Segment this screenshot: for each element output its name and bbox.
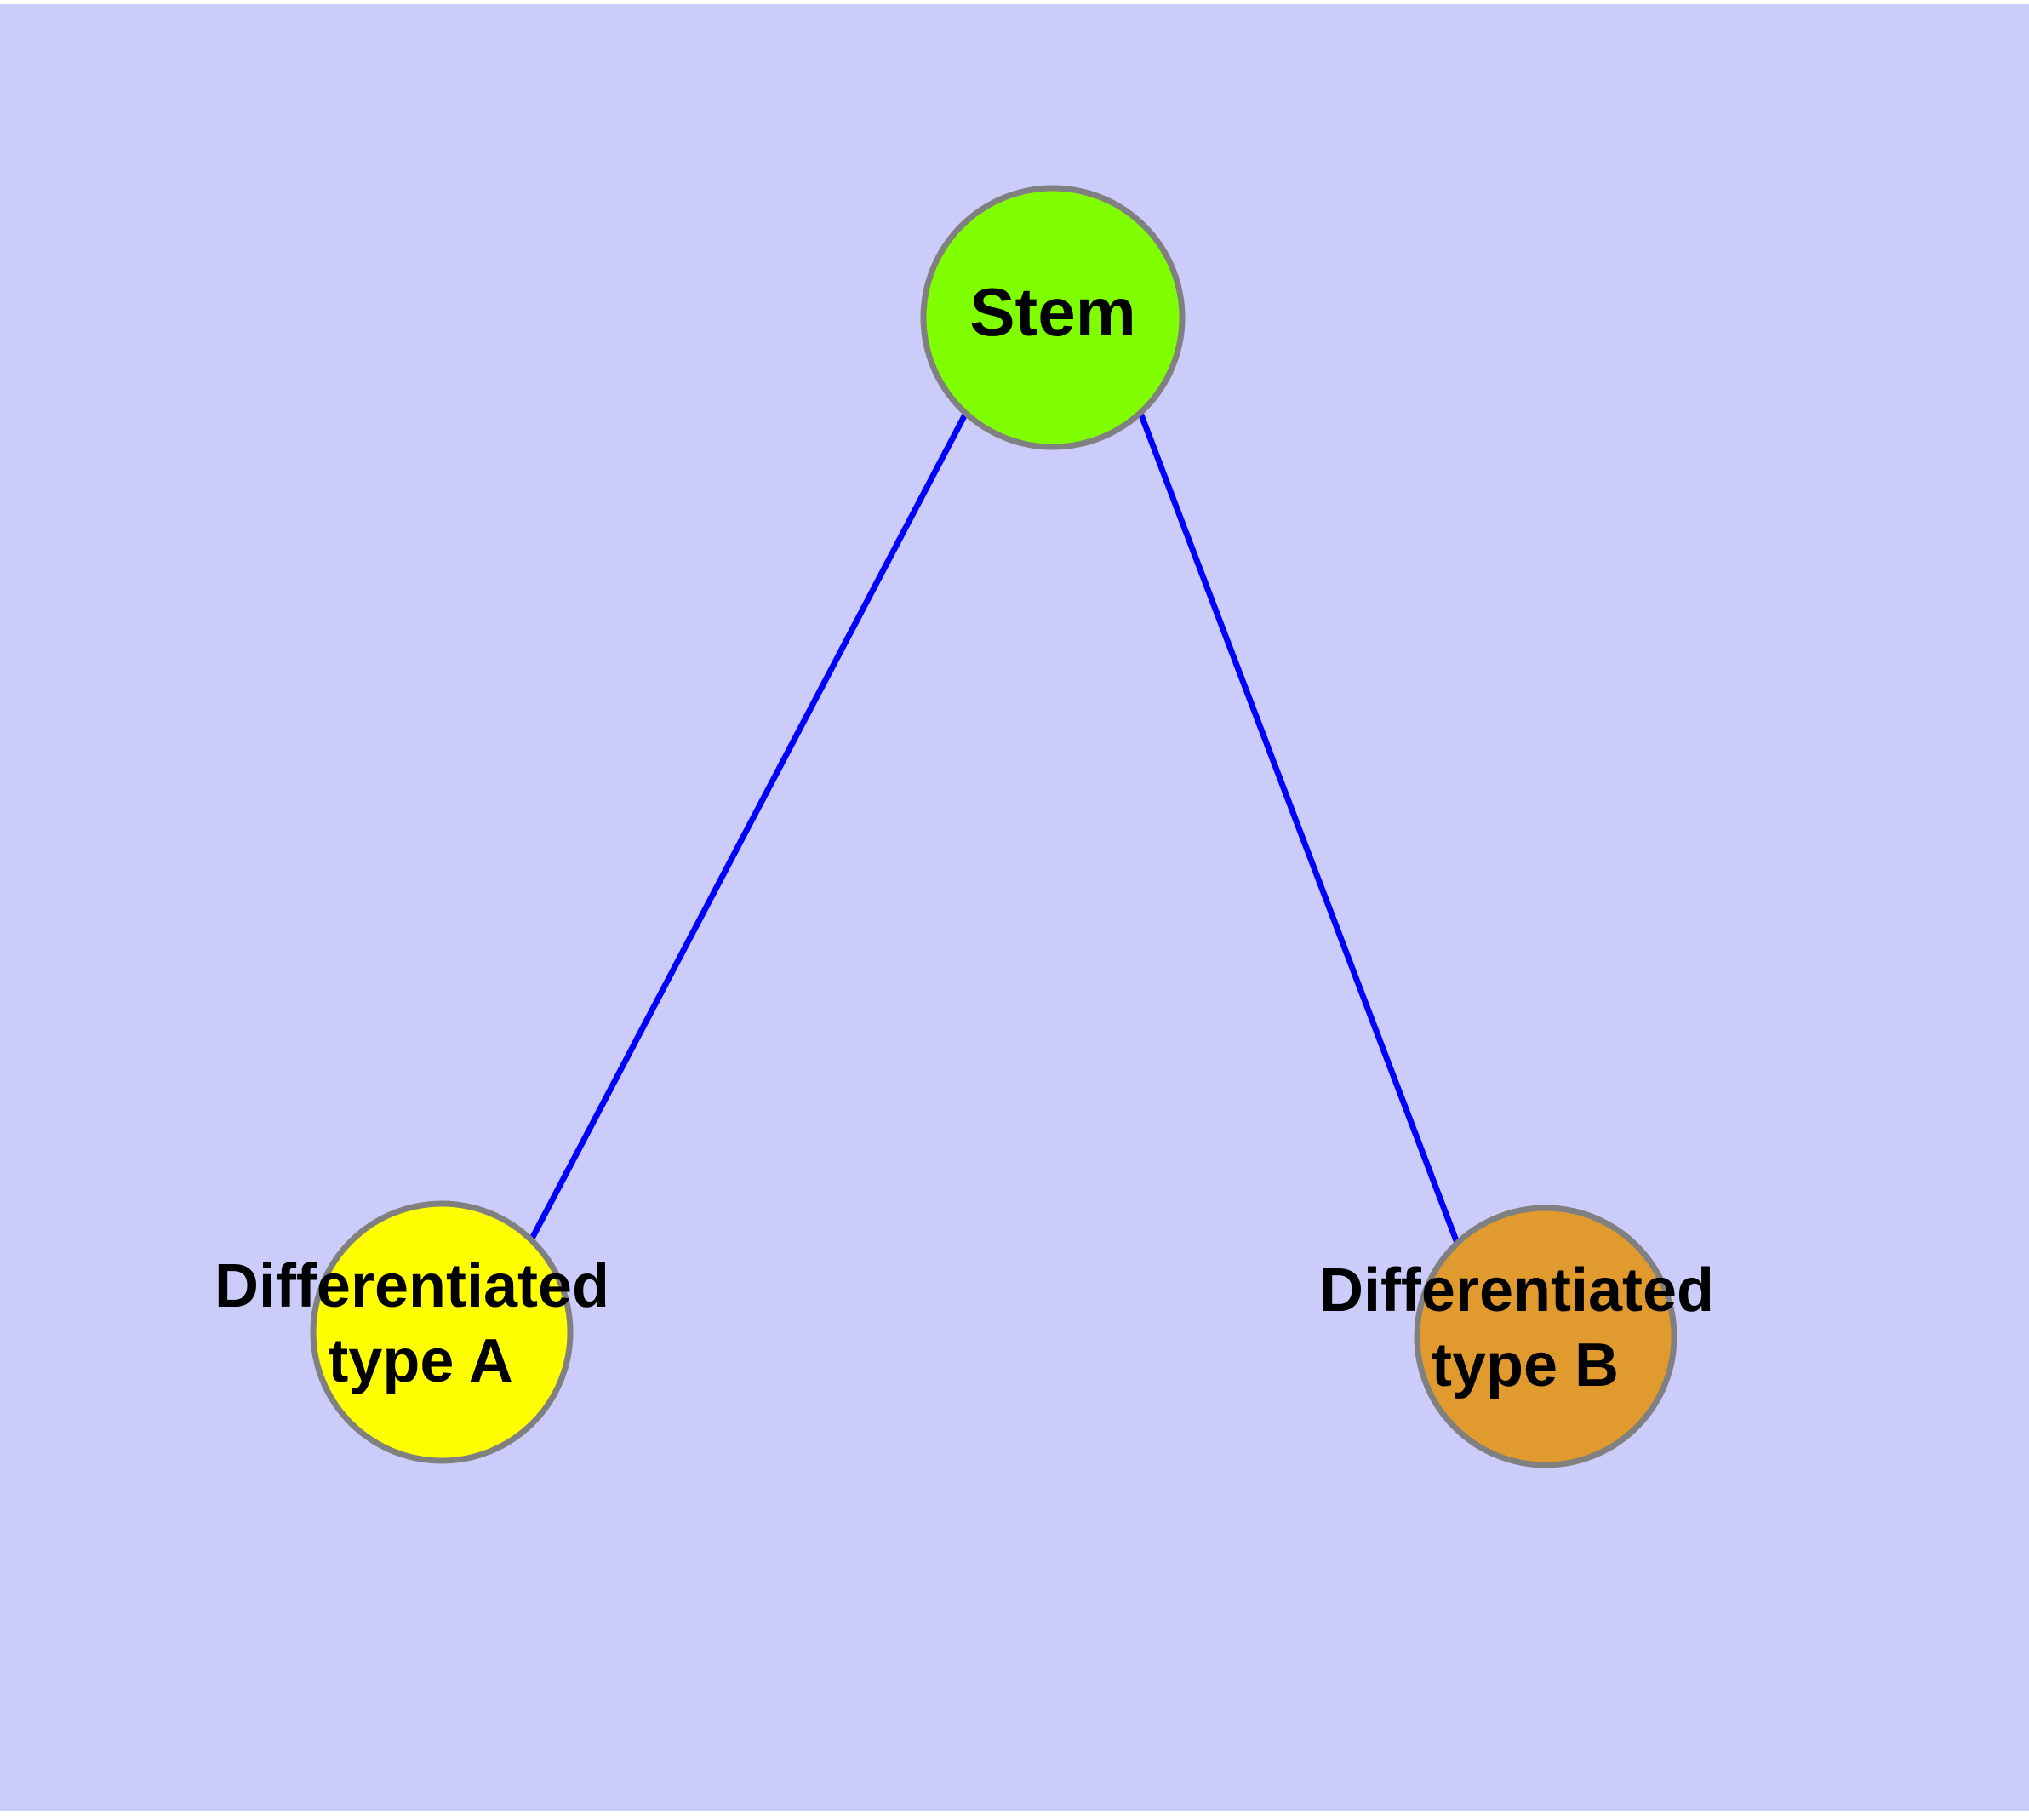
node-diff-b-circle[interactable] <box>1414 1205 1677 1468</box>
node-stem-circle[interactable] <box>920 185 1186 450</box>
node-stem-label-line1: Stem <box>969 274 1136 350</box>
nodes-layer <box>310 185 1677 1468</box>
edge-stem-to-diff-a[interactable] <box>529 411 969 1240</box>
node-diff-a-label-line2: type A <box>328 1327 512 1395</box>
node-stem-label: Stem <box>969 274 1136 350</box>
node-diff-b-label-line2: type B <box>1432 1331 1619 1399</box>
edges-layer <box>529 411 1460 1245</box>
diagram-canvas: Stem Differentiated type A Differentiate… <box>0 4 2029 1811</box>
edge-stem-to-diff-b[interactable] <box>1137 411 1460 1245</box>
node-diff-a-label: Differentiated type A <box>214 1252 626 1395</box>
node-diff-b-label-line1: Differentiated <box>1319 1256 1714 1325</box>
node-diff-b-label: Differentiated type B <box>1319 1256 1731 1399</box>
graph-svg: Stem Differentiated type A Differentiate… <box>214 185 1731 1468</box>
labels-layer: Stem Differentiated type A Differentiate… <box>214 274 1731 1399</box>
node-diff-a-label-line1: Differentiated <box>214 1252 609 1320</box>
node-diff-a-circle[interactable] <box>310 1200 574 1464</box>
